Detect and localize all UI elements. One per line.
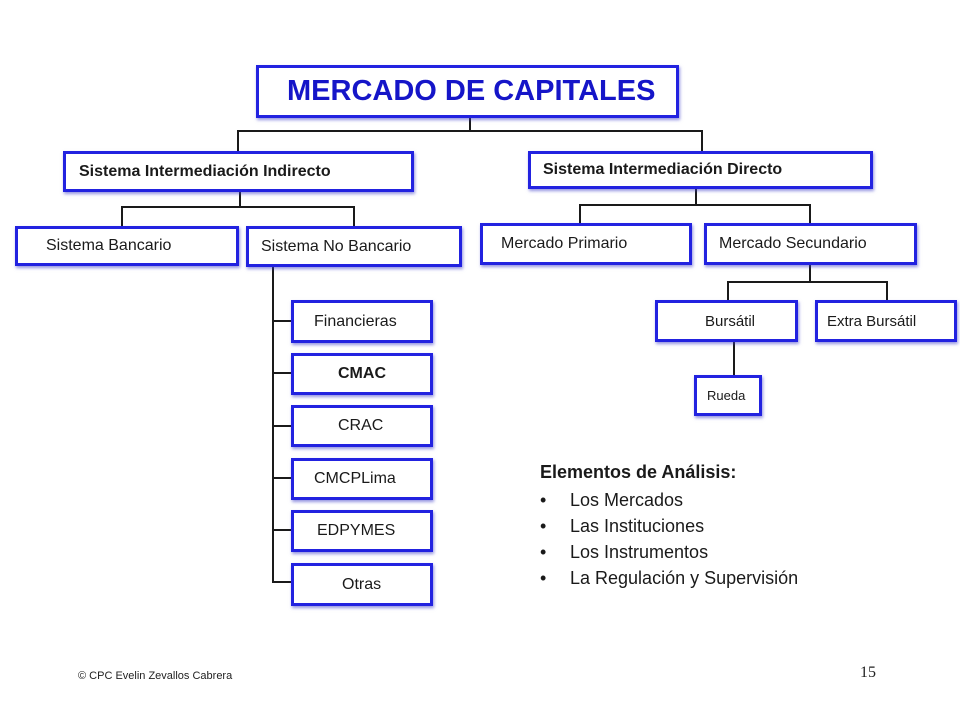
nonbanking-item: CMAC [291,353,433,395]
nonbanking-item: Financieras [291,300,433,343]
nonbanking-item: CMCPLima [291,458,433,500]
analysis-section: Elementos de Análisis: •Los Mercados •La… [540,462,798,591]
list-item: •Las Instituciones [540,513,798,539]
analysis-title: Elementos de Análisis: [540,462,737,482]
list-item: •Los Mercados [540,487,798,513]
bullet-icon: • [540,568,547,588]
list-item: •La Regulación y Supervisión [540,565,798,591]
list-item: •Los Instrumentos [540,539,798,565]
nonbanking-item: Otras [291,563,433,606]
nonbanking-node: Sistema No Bancario [246,226,462,267]
bursatil-node: Bursátil [655,300,798,342]
analysis-list: •Los Mercados •Las Instituciones •Los In… [540,487,798,591]
primary-node: Mercado Primario [480,223,692,265]
indirect-node: Sistema Intermediación Indirecto [63,151,414,192]
rueda-node: Rueda [694,375,762,416]
direct-node: Sistema Intermediación Directo [528,151,873,189]
nonbanking-item: EDPYMES [291,510,433,552]
bullet-icon: • [540,542,547,562]
page-number: 15 [860,664,876,681]
extra-bursatil-node: Extra Bursátil [815,300,957,342]
banking-node: Sistema Bancario [15,226,239,266]
bullet-icon: • [540,516,547,536]
bullet-icon: • [540,490,547,510]
copyright-footer: © CPC Evelin Zevallos Cabrera [78,670,233,682]
root-node: MERCADO DE CAPITALES [256,65,679,118]
secondary-node: Mercado Secundario [704,223,917,265]
nonbanking-item: CRAC [291,405,433,447]
